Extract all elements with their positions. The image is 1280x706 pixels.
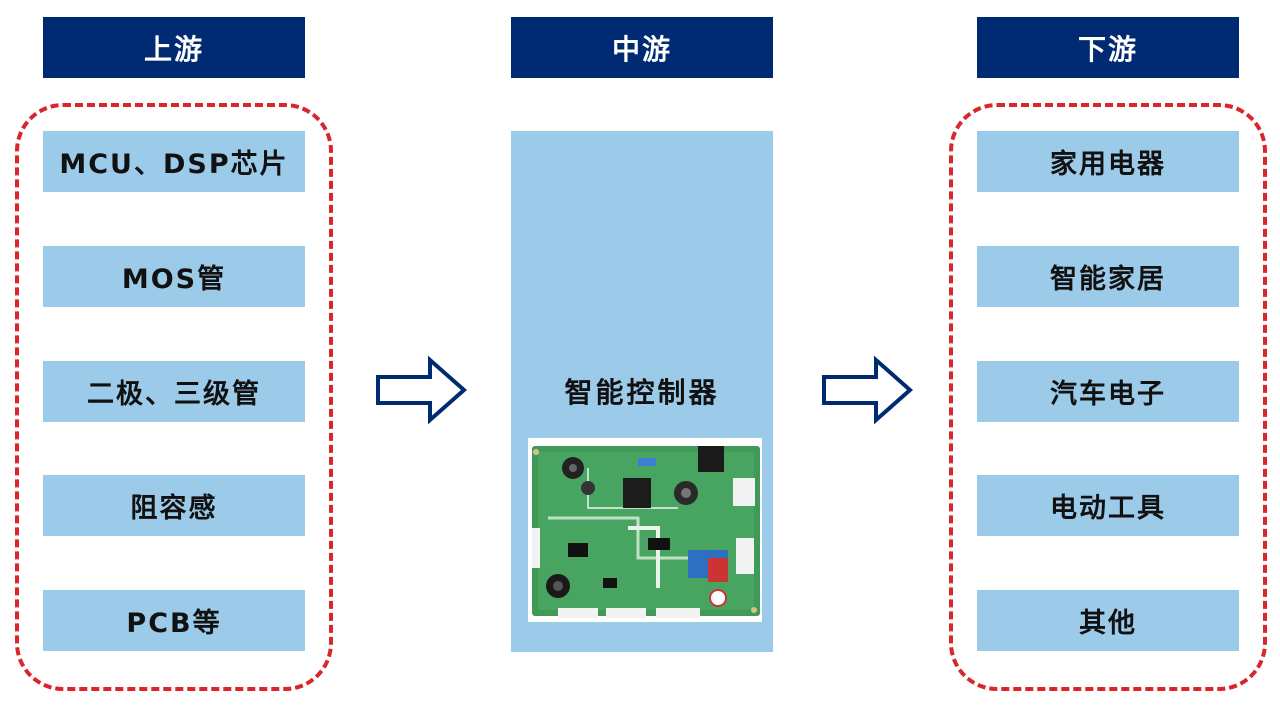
upstream-item-rlc: 阻容感 (43, 475, 305, 536)
midstream-box: 智能控制器 (511, 131, 773, 652)
downstream-item-appliances: 家用电器 (977, 131, 1239, 192)
downstream-item-other: 其他 (977, 590, 1239, 651)
downstream-dashed-group (949, 103, 1267, 691)
upstream-item-pcb: PCB等 (43, 590, 305, 651)
right-arrow-icon (376, 355, 468, 425)
upstream-dashed-group (15, 103, 333, 691)
upstream-header: 上游 (43, 17, 305, 78)
downstream-header: 下游 (977, 17, 1239, 78)
midstream-label: 智能控制器 (564, 376, 720, 409)
downstream-item-smart-home: 智能家居 (977, 246, 1239, 307)
upstream-item-diode-transistor: 二极、三级管 (43, 361, 305, 422)
downstream-item-auto-electronics: 汽车电子 (977, 361, 1239, 422)
midstream-header: 中游 (511, 17, 773, 78)
downstream-item-power-tools: 电动工具 (977, 475, 1239, 536)
right-arrow-icon (822, 355, 914, 425)
upstream-item-mos: MOS管 (43, 246, 305, 307)
upstream-item-mcu-dsp: MCU、DSP芯片 (43, 131, 305, 192)
pcb-board-image (528, 438, 762, 622)
